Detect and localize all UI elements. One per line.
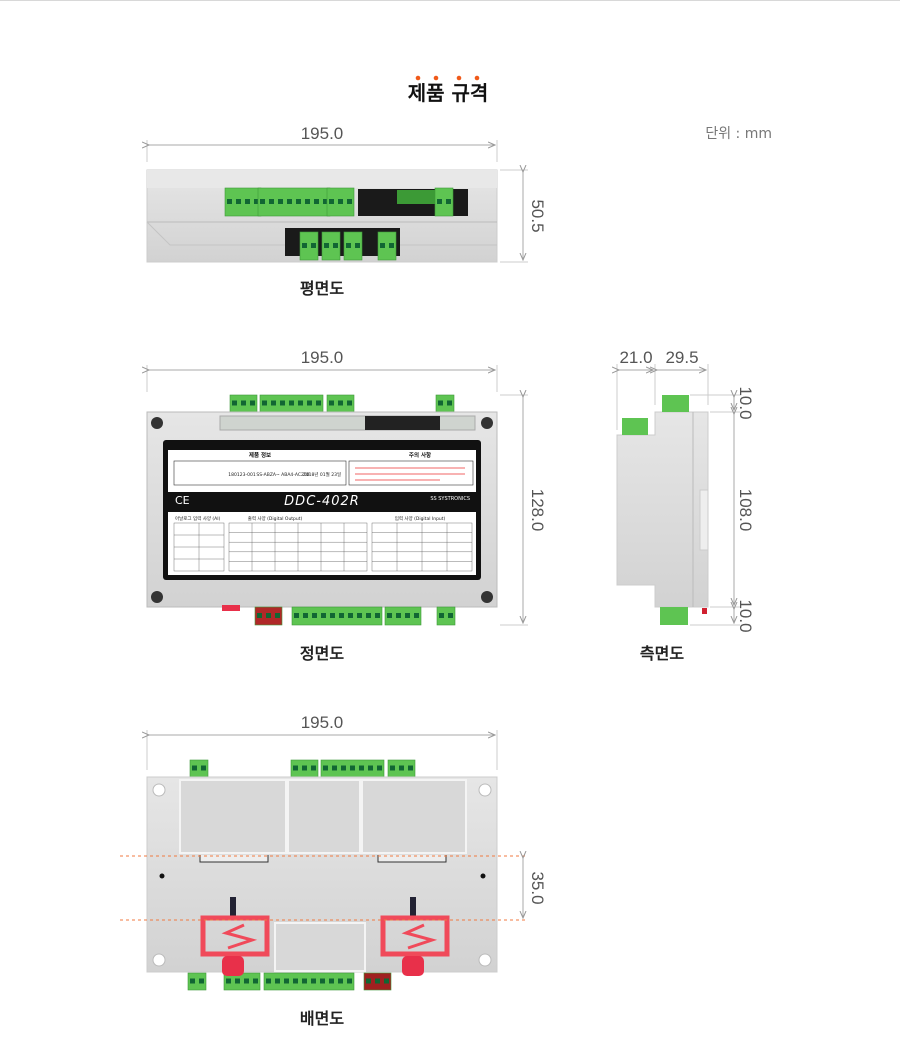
terminal-block — [343, 231, 363, 261]
terminal-block — [434, 187, 454, 217]
terminal-block — [320, 759, 385, 778]
top-border — [0, 0, 900, 1]
side-body-height-dim: 108.0 — [736, 489, 755, 532]
terminal-block — [263, 972, 355, 991]
terminal-block — [387, 759, 416, 778]
terminal-block — [384, 606, 422, 626]
ai-spec-title: 아날로그 입력 사양 (AI) — [175, 515, 221, 522]
terminal-block — [299, 231, 319, 261]
ce-mark: CE — [175, 494, 190, 507]
top-view-caption: 평면도 — [300, 279, 344, 298]
title-dots — [415, 75, 480, 81]
front-width-dim: 195.0 — [301, 348, 344, 367]
do-spec-title: 출력 사양 (Digital Output) — [248, 515, 303, 522]
unit-label: 단위 : mm — [705, 126, 772, 142]
terminal-block — [189, 759, 209, 778]
di-spec-title: 입력 사양 (Digital Input) — [395, 515, 446, 522]
side-bottom-margin-dim: 10.0 — [736, 599, 755, 632]
terminal-block — [291, 606, 383, 626]
terminal-block — [257, 187, 331, 217]
terminal-block — [326, 394, 355, 413]
top-width-dim: 195.0 — [301, 124, 344, 143]
brand-logo: SS SYSTRONICS — [430, 496, 470, 502]
back-view: 195.0 35.0 배면도 — [120, 713, 547, 1028]
manufacture-date: 2018년 01월 23일 — [303, 471, 341, 478]
front-view: 195.0 제품 정보 주의 사항 180123-001 SS-ABZA~ AB… — [147, 348, 547, 663]
side-view: 21.0 29.5 10.0 108.0 10.0 측면도 — [617, 348, 755, 663]
terminal-block — [224, 187, 262, 217]
serial-number: 180123-001 — [228, 472, 256, 478]
terminal-block — [321, 231, 341, 261]
side-depth-a-dim: 21.0 — [619, 348, 652, 367]
front-height-dim: 128.0 — [528, 489, 547, 532]
terminal-block — [326, 187, 355, 217]
product-info-heading: 제품 정보 — [249, 451, 271, 459]
side-depth-b-dim: 29.5 — [665, 348, 698, 367]
top-view: 195.0 50.5 평면도 — [147, 124, 547, 298]
top-height-dim: 50.5 — [528, 199, 547, 232]
terminal-block — [377, 231, 397, 261]
back-width-dim: 195.0 — [301, 713, 344, 732]
terminal-block — [436, 606, 456, 626]
caution-heading: 주의 사항 — [409, 451, 431, 459]
din-clip-right — [380, 915, 450, 976]
terminal-block — [290, 759, 319, 778]
terminal-block — [254, 606, 283, 626]
rail-width-dim: 35.0 — [528, 871, 547, 904]
side-top-margin-dim: 10.0 — [736, 386, 755, 419]
terminal-block — [229, 394, 258, 413]
model-code: SS-ABZA~ ABA4-AC250 — [256, 472, 309, 478]
terminal-block — [435, 394, 455, 413]
terminal-block — [363, 972, 392, 991]
terminal-block — [187, 972, 207, 991]
side-view-caption: 측면도 — [640, 644, 684, 663]
din-clip-left — [200, 915, 270, 976]
model-name: DDC-402R — [284, 494, 360, 509]
terminal-block — [259, 394, 324, 413]
front-view-caption: 정면도 — [300, 644, 344, 663]
page-title: 제품 규격 — [408, 81, 489, 105]
back-view-caption: 배면도 — [300, 1009, 344, 1028]
terminal-block — [223, 972, 261, 991]
